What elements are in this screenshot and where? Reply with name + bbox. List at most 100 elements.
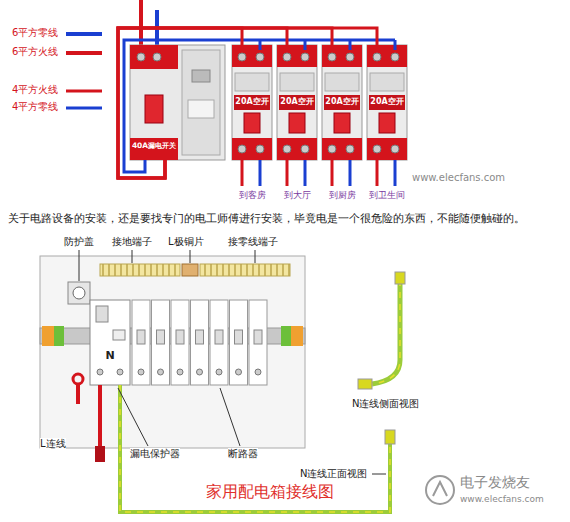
circuit-label: 到客房	[230, 190, 274, 200]
leader-line	[79, 250, 386, 474]
distribution-box	[40, 256, 305, 448]
circuit-breaker	[158, 369, 164, 375]
circuit-breaker	[191, 300, 209, 385]
phase-wire	[118, 28, 287, 178]
outgoing-wire	[286, 160, 289, 186]
wire-sample	[66, 51, 102, 55]
incoming-wire	[139, 0, 143, 50]
n-wire	[395, 272, 405, 284]
breaker-box: 20A空开	[232, 45, 272, 160]
leakage-protector	[113, 330, 125, 340]
circuit-breaker	[177, 369, 183, 375]
n-wire	[372, 280, 400, 384]
n-wire	[120, 385, 390, 512]
circuit-breaker	[171, 300, 189, 385]
watermark-logo	[433, 482, 447, 496]
outgoing-wire	[241, 160, 244, 186]
circuit-breaker	[255, 369, 261, 375]
incoming-wire	[155, 10, 159, 50]
leader-line	[190, 250, 191, 263]
phase-wire	[118, 28, 377, 178]
circuit-breaker	[249, 300, 267, 385]
terminal-mark: N	[105, 350, 114, 363]
circuit-breaker	[254, 330, 262, 344]
circuit-breaker	[157, 330, 165, 344]
breaker-box: 20A空开	[322, 45, 362, 160]
leakage-protector	[117, 369, 123, 375]
rating-label: 20A空开	[280, 97, 313, 106]
part-label: N连线侧面视图	[352, 398, 419, 410]
neutral-bus-wire	[304, 40, 307, 50]
n-wire	[385, 430, 395, 444]
leakage-switch	[130, 138, 178, 160]
wire-sample	[66, 90, 102, 93]
watermark: www.elecfans.com	[460, 494, 544, 504]
outgoing-wire	[242, 160, 395, 186]
outgoing-wire	[331, 160, 334, 186]
circuit-breaker	[210, 300, 228, 385]
circuit-label: 到卫生间	[365, 190, 409, 200]
l-wire	[95, 446, 105, 462]
leakage-protector	[90, 300, 130, 385]
circuit-breaker	[215, 330, 223, 344]
breaker-box: 40A漏电开关	[130, 45, 178, 160]
outgoing-wire	[349, 160, 352, 186]
rating-label: 40A漏电开关	[132, 142, 176, 151]
watermark-logo	[426, 476, 454, 504]
diagram-caption: 家用配电箱接线图	[206, 483, 334, 501]
n-wire	[120, 385, 390, 512]
outgoing-wire	[259, 160, 262, 186]
part-label: 防护盖	[64, 236, 94, 248]
distribution-box	[73, 287, 85, 299]
circuit-breaker	[216, 369, 222, 375]
circuit-breaker	[236, 369, 242, 375]
part-label: 接地端子	[112, 236, 152, 248]
neutral-bus-wire	[124, 40, 395, 172]
leakage-protector	[90, 300, 130, 385]
wire-label: 6平方火线	[12, 46, 58, 58]
n-wire	[372, 280, 400, 384]
leader-line	[132, 250, 133, 263]
incoming-wire	[141, 0, 157, 50]
leader-line	[372, 474, 386, 475]
leakage-protector	[97, 369, 103, 375]
distribution-box	[291, 326, 303, 346]
wire-sample	[66, 34, 102, 108]
part-label: 漏电保护器	[130, 448, 180, 460]
phase-wire	[118, 28, 242, 178]
leader-line	[118, 388, 148, 446]
leakage-switch	[145, 95, 163, 123]
leakage-protector: N	[90, 300, 130, 385]
leakage-switch	[188, 100, 214, 118]
wiring-illustration	[322, 45, 362, 160]
wiring-illustration	[367, 45, 407, 160]
distribution-box	[40, 256, 305, 448]
breaker-box: 20A空开	[367, 45, 407, 160]
l-wire	[76, 384, 80, 404]
rating-label: 20A空开	[370, 97, 403, 106]
wiring-illustration	[277, 45, 317, 160]
circuit-breaker	[197, 369, 203, 375]
neutral-bus-wire	[124, 40, 395, 172]
part-label: L连线	[40, 438, 66, 450]
wiring-illustration	[232, 45, 272, 160]
circuit-breaker	[152, 300, 170, 385]
circuit-breaker	[235, 330, 243, 344]
leakage-switch	[182, 50, 220, 155]
note-text: 关于电路设备的安装，还是要找专门的电工师傅进行安装，毕竟电是一个很危险的东西，不…	[8, 213, 525, 226]
neutral-bus-wire	[349, 40, 352, 50]
watermark: www.elecfans.com	[412, 172, 505, 184]
leakage-switch	[130, 45, 225, 160]
wire-label: 4平方火线	[12, 84, 58, 96]
leakage-switch	[192, 70, 210, 82]
n-wire	[120, 272, 405, 512]
part-label: N连线正面视图	[300, 468, 367, 480]
circuit-label: 到厨房	[320, 190, 364, 200]
leader-line	[255, 250, 256, 263]
outgoing-wire	[394, 160, 397, 186]
distribution-box	[68, 282, 90, 304]
l-wire	[98, 385, 102, 446]
n-wire	[358, 379, 372, 389]
